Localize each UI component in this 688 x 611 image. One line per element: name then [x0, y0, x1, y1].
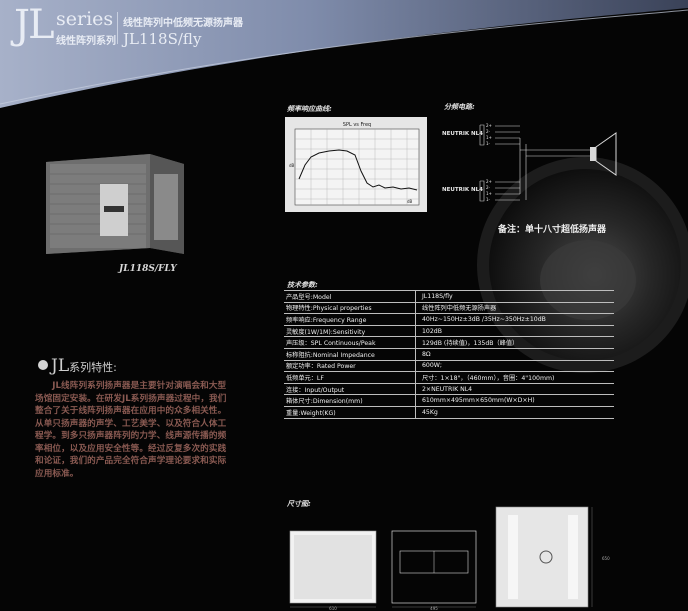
pin-top-2: 2- — [486, 129, 491, 134]
spec-label: 声压级：SPL Continuous/Peak — [284, 336, 416, 349]
spec-value: 线性阵列中低频无源扬声器 — [414, 302, 614, 315]
header-band-art — [0, 0, 688, 108]
frequency-response-plot: SPL vs Freq dB dB — [289, 122, 420, 206]
spec-label: 低频单元：LF — [284, 371, 416, 384]
dimension-drawings: 610 495 650 — [289, 506, 610, 611]
features-heading-jl: JL — [51, 356, 70, 376]
front-view-drawing: 610 — [289, 530, 377, 611]
logo-jl: JL — [14, 2, 55, 48]
specs-label: 技术参数: — [287, 281, 318, 289]
frequency-chart-title: SPL vs Freq — [343, 122, 371, 128]
spec-label: 频率响应:Frequency Range — [284, 313, 416, 326]
spec-value: 102dB — [414, 325, 614, 338]
height-dim: 650 — [602, 556, 610, 561]
front-width-dim: 610 — [329, 606, 337, 611]
pin-bottom-3: 1+ — [486, 191, 492, 196]
connector-top-label: NEUTRIK NL4 — [442, 131, 483, 137]
spec-value: JL118S/fly — [414, 290, 614, 303]
frequency-corner-text: dB — [407, 199, 413, 204]
spec-value: 8Ω — [414, 348, 614, 361]
spec-value: 40Hz~150Hz±3dB /35Hz~350Hz±10dB — [414, 313, 614, 326]
bullet-dot-icon — [38, 360, 48, 370]
logo-series: series — [56, 8, 114, 30]
features-heading-text: 系列特性: — [69, 361, 117, 374]
spec-row: 重量:Weight(KG)45Kg — [284, 406, 614, 419]
spec-value: 45Kg — [414, 406, 614, 419]
pin-bottom-2: 2- — [486, 185, 491, 190]
spec-label: 物理特性:Physical properties — [284, 302, 416, 315]
features-body: JL线阵列系列扬声器是主要针对演唱会和大型场馆固定安装。在研发JL系列扬声器过程… — [35, 381, 227, 479]
logo-subtitle: 线性阵列系列 — [56, 36, 116, 47]
connector-bottom-label: NEUTRIK NL4 — [442, 187, 483, 193]
circuit-diagram: NEUTRIK NL4 NEUTRIK NL4 2+ 2- 1+ 1- 2+ 2… — [442, 123, 617, 202]
spec-value: 2×NEUTRIK NL4 — [414, 383, 614, 396]
spec-value: 129dB (持续值)，135dB（峰值） — [414, 336, 614, 349]
pin-top-4: 1- — [486, 141, 491, 146]
pin-bottom-1: 2+ — [486, 179, 492, 184]
spec-label: 标称阻抗:Nominal Impedance — [284, 348, 416, 361]
pin-top-1: 2+ — [486, 123, 492, 128]
circuit-remark: 备注：单十八寸超低扬声器 — [498, 225, 607, 235]
spec-label: 灵敏度(1W/1M):Sensitivity — [284, 325, 416, 338]
spec-value: 尺寸：1×18"，（460mm），音圈：4"100mm) — [414, 371, 614, 384]
frequency-response-label: 频率响应曲线: — [287, 105, 332, 113]
product-caption: JL118S/FLY — [119, 264, 177, 274]
header-model: JL118S/fly — [123, 30, 202, 48]
pin-bottom-4: 1- — [486, 197, 491, 202]
spec-label: 箱体尺寸:Dimension(mm) — [284, 394, 416, 407]
spec-value: 600W; — [414, 360, 614, 373]
logo-divider — [117, 12, 118, 44]
circuit-label: 分频电路: — [444, 103, 475, 111]
header-band: JL series 线性阵列系列 线性阵列中低频无源扬声器 JL118S/fly — [0, 0, 688, 110]
spec-label: 重量:Weight(KG) — [284, 406, 416, 419]
dimensions-label: 尺寸图: — [287, 500, 311, 508]
pin-top-3: 1+ — [486, 135, 492, 140]
loudspeaker-symbol-icon — [590, 132, 617, 176]
frequency-response-chart: SPL vs Freq dB dB — [285, 117, 427, 212]
spec-label: 产品型号:Model — [284, 290, 416, 303]
spec-row: 箱体尺寸:Dimension(mm)610mm×495mm×650mm(W×D×… — [284, 394, 614, 407]
side-view-drawing: 650 — [495, 506, 610, 608]
header-title: 线性阵列中低频无源扬声器 — [123, 18, 243, 29]
back-view-drawing: 495 — [391, 530, 477, 611]
frequency-axis-hint: dB — [289, 163, 295, 168]
spec-label: 连接：Input/Output — [284, 383, 416, 396]
features-heading: JL系列特性: — [38, 356, 117, 376]
product-image — [46, 154, 184, 254]
side-width-dim: 495 — [430, 606, 438, 611]
spec-label: 额定功率：Rated Power — [284, 360, 416, 373]
spec-value: 610mm×495mm×650mm(W×D×H) — [414, 394, 614, 407]
